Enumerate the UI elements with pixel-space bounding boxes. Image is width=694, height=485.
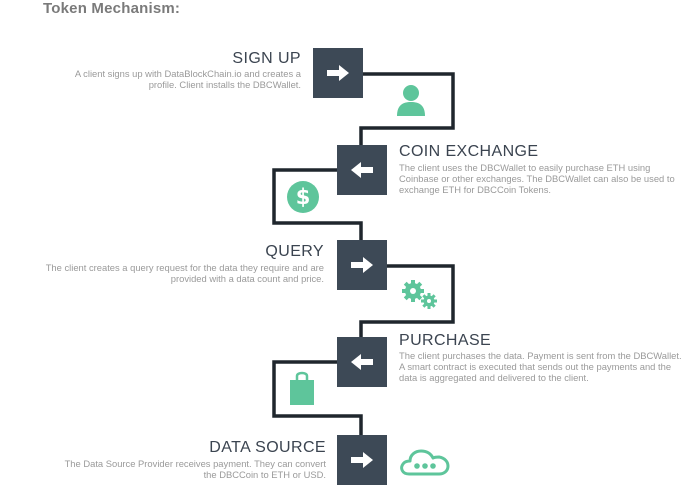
- step-title-sign-up: SIGN UP: [232, 50, 301, 67]
- svg-text:$: $: [296, 185, 311, 209]
- step-box-coin-exchange: [337, 145, 387, 195]
- step-desc-coin-exchange: The client uses the DBCWallet to easily …: [399, 162, 675, 195]
- step-title-purchase: PURCHASE: [399, 332, 492, 349]
- step-box-query: [337, 240, 387, 290]
- dollar-coin-icon: $: [287, 181, 319, 213]
- left-arrow-icon: [351, 354, 373, 370]
- right-arrow-icon: [351, 452, 373, 468]
- left-arrow-icon: [351, 162, 373, 178]
- step-box-purchase: [337, 337, 387, 387]
- step-box-sign-up: [313, 48, 363, 98]
- step-desc-purchase: The client purchases the data. Payment i…: [399, 350, 682, 383]
- step-title-coin-exchange: COIN EXCHANGE: [399, 143, 539, 160]
- step-desc-query: The client creates a query request for t…: [45, 262, 324, 284]
- step-box-data-source: [337, 435, 387, 485]
- cloud-icon: [400, 449, 450, 476]
- right-arrow-icon: [327, 65, 349, 81]
- step-desc-data-source: The Data Source Provider receives paymen…: [64, 458, 326, 480]
- step-desc-sign-up: A client signs up with DataBlockChain.io…: [74, 68, 301, 90]
- step-title-data-source: DATA SOURCE: [209, 439, 326, 456]
- user-icon: [397, 85, 425, 116]
- shopping-bag-icon: [290, 371, 314, 405]
- gears-icon: [402, 280, 437, 309]
- step-title-query: QUERY: [265, 243, 324, 260]
- page-title: Token Mechanism:: [43, 0, 181, 17]
- right-arrow-icon: [351, 257, 373, 273]
